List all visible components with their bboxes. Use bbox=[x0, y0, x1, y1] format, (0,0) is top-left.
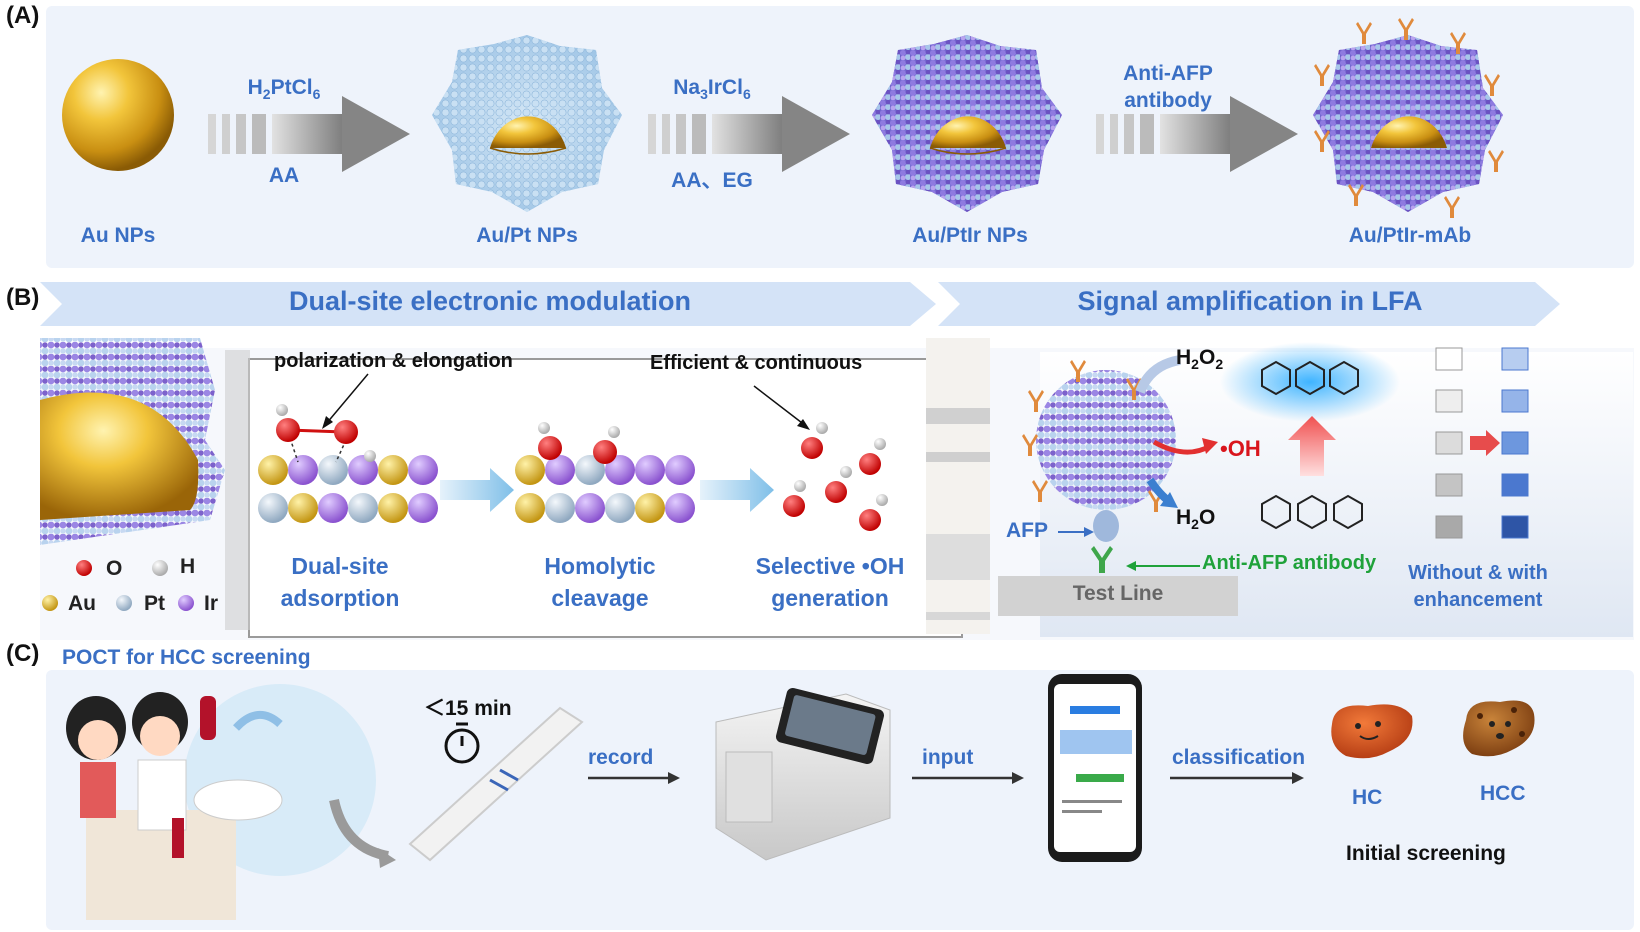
antibody-icons bbox=[1314, 18, 1504, 218]
label-input: input bbox=[922, 746, 974, 769]
label-anti-afp-antibody: Anti-AFP antibody bbox=[1202, 552, 1377, 574]
stage-label-au-pt-nps: Au/Pt NPs bbox=[476, 224, 578, 247]
legend-ir-ball bbox=[178, 595, 194, 611]
arrow-2 bbox=[648, 96, 850, 172]
legend-h-label: H bbox=[180, 555, 196, 578]
label-initial-screening: Initial screening bbox=[1346, 842, 1506, 865]
reagent-anti-afp: Anti-AFP bbox=[1123, 62, 1213, 85]
au-ptir-nanoparticle bbox=[872, 35, 1062, 212]
liver-healthy-icon bbox=[1331, 704, 1413, 759]
stage-label-au-ptir-nps: Au/PtIr NPs bbox=[912, 224, 1028, 247]
au-nanoparticle bbox=[62, 59, 174, 171]
annotation-efficient: Efficient & continuous bbox=[650, 352, 863, 374]
legend-au-ball bbox=[42, 595, 58, 611]
reagent-na3ircl6: Na3IrCl6 bbox=[673, 76, 751, 103]
stage-label-au-ptir-mab: Au/PtIr-mAb bbox=[1348, 224, 1472, 247]
label-record: record bbox=[588, 746, 654, 769]
liver-hcc-icon bbox=[1463, 700, 1535, 757]
panel-label-b: (B) bbox=[6, 284, 40, 311]
au-ptir-mab-nanoparticle bbox=[1313, 18, 1504, 218]
label-poct: POCT for HCC screening bbox=[62, 646, 311, 669]
arrow-3 bbox=[1096, 96, 1298, 172]
label-hcc: HCC bbox=[1480, 782, 1526, 805]
test-strip bbox=[408, 706, 584, 862]
clinic-scene bbox=[66, 684, 396, 920]
banner-signal-amplification: Signal amplification in LFA bbox=[1077, 286, 1423, 316]
tmb-molecules bbox=[1261, 360, 1363, 530]
label-time: ＜15 min bbox=[424, 697, 512, 720]
panel-a-graphics bbox=[62, 18, 1504, 218]
label-test-line: Test Line bbox=[1072, 582, 1164, 605]
scanner-device bbox=[715, 688, 891, 861]
legend-o-ball bbox=[76, 560, 92, 576]
reagent-aa-eg: AA、EG bbox=[671, 169, 753, 192]
phone-device bbox=[1048, 674, 1142, 862]
legend-pt-ball bbox=[116, 595, 132, 611]
reagent-aa: AA bbox=[268, 164, 300, 187]
test-line-bar bbox=[998, 576, 1238, 616]
panel-label-a: (A) bbox=[6, 2, 40, 29]
legend-au-label: Au bbox=[68, 592, 96, 615]
panel-label-c: (C) bbox=[6, 640, 40, 667]
panel-b-graphics bbox=[40, 338, 1529, 634]
panel-c-graphics bbox=[66, 674, 1535, 920]
legend-o-label: O bbox=[106, 557, 123, 580]
lfa-nanoparticle bbox=[1022, 360, 1176, 573]
free-hydroxyl-radicals bbox=[753, 385, 888, 531]
banner-dual-site: Dual-site electronic modulation bbox=[288, 286, 692, 316]
label-h2o2: H2O2 bbox=[1176, 346, 1224, 373]
label-classification: classification bbox=[1172, 746, 1306, 769]
legend-h-ball bbox=[152, 560, 168, 576]
reagent-antibody: antibody bbox=[1124, 89, 1212, 112]
label-afp: AFP bbox=[1006, 519, 1048, 542]
label-hc: HC bbox=[1352, 786, 1383, 809]
zoomed-nanoparticle bbox=[40, 338, 250, 630]
label-h2o: H2O bbox=[1176, 506, 1216, 533]
legend-ir-label: Ir bbox=[204, 592, 219, 615]
label-oh-radical: •OH bbox=[1220, 436, 1261, 461]
stage-label-au-nps: Au NPs bbox=[80, 224, 156, 247]
panel-b-banners bbox=[40, 282, 1560, 326]
oxidized-product-glow bbox=[1220, 342, 1400, 422]
reagent-h2ptcl6: H2PtCl6 bbox=[247, 76, 321, 103]
result-squares bbox=[1435, 347, 1529, 539]
arrow-1 bbox=[208, 96, 410, 172]
surface-2 bbox=[515, 422, 695, 523]
lfa-strip bbox=[926, 338, 990, 634]
au-pt-nanoparticle bbox=[432, 35, 622, 212]
legend-pt-label: Pt bbox=[144, 592, 165, 615]
annotation-polarization: polarization & elongation bbox=[274, 350, 513, 372]
stopwatch-icon bbox=[444, 722, 480, 764]
surface-1 bbox=[258, 373, 438, 523]
